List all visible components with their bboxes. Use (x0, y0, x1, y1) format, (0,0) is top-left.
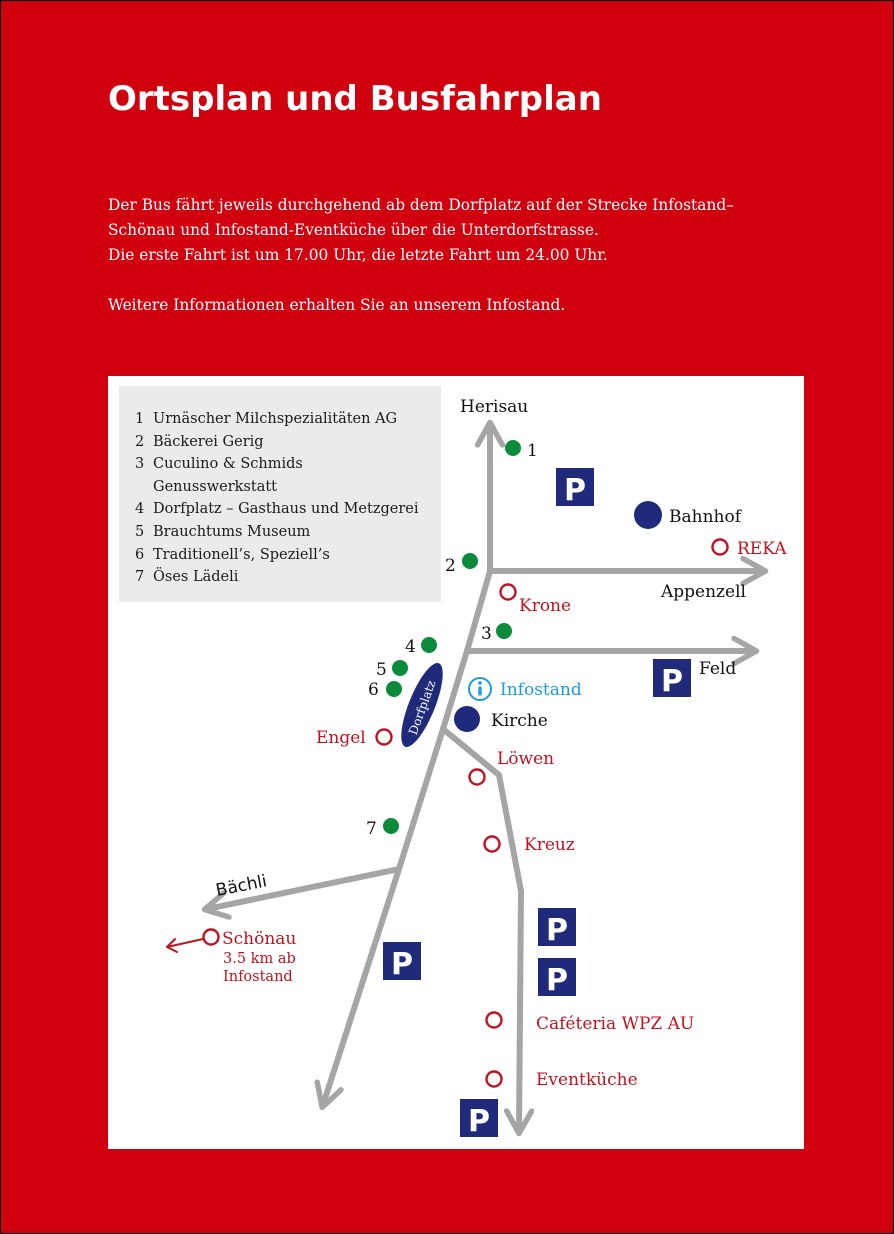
kirche-label: Kirche (491, 711, 548, 731)
legend-item: 7 Öses Lädeli (135, 566, 419, 589)
direction-feld: Feld (699, 659, 736, 679)
village-map: 1 Urnäscher Milchspezialitäten AG 2 Bäcker… (108, 376, 804, 1149)
bahnhof-dot (634, 501, 662, 529)
svg-text:P: P (564, 473, 586, 508)
dorfplatz-area (401, 662, 443, 748)
kirche-dot (454, 706, 480, 732)
map-legend: 1 Urnäscher Milchspezialitäten AG 2 Bäcker… (119, 386, 441, 602)
infostand-label: Infostand (500, 680, 582, 700)
numbered-markers (383, 440, 521, 834)
stop-kreuz: Kreuz (524, 835, 575, 855)
road-baechli (207, 866, 402, 909)
marker-3 (496, 623, 512, 639)
legend-number: 6 (135, 546, 145, 563)
legend-item: 6 Traditionell’s, Speziell’s (135, 544, 419, 567)
stop-cafeteria: Caféteria WPZ AU (536, 1014, 694, 1034)
schoenau-arrow-icon (166, 938, 204, 953)
legend-label: Urnäscher Milchspezialitäten AG (153, 411, 398, 427)
legend-label: Cuculino & Schmids (153, 456, 303, 473)
bus-stop-icon (485, 1070, 503, 1088)
marker-1-label: 1 (527, 441, 538, 461)
svg-text:P: P (546, 963, 568, 998)
parking-sign: P (653, 659, 691, 699)
legend-label-continued: Genusswerkstatt (153, 478, 278, 495)
intro-line: Schönau und Infostand-Eventküche über di… (108, 221, 599, 239)
legend-number: 1 (135, 411, 145, 427)
bus-stop-icon (202, 928, 220, 946)
stop-reka: REKA (737, 539, 787, 559)
legend-item: 1 Urnäscher Milchspezialitäten AG (135, 408, 419, 431)
map-drawing: Herisau Appenzell Feld Bächli 1 2 3 4 5 … (166, 397, 787, 1139)
road-unterdorfstrasse (440, 726, 521, 1131)
stop-engel: Engel (316, 728, 366, 748)
legend-label: Bäckerei Gerig (153, 433, 264, 450)
legend-number: 4 (135, 501, 145, 518)
marker-2-label: 2 (445, 556, 456, 576)
legend-item: 5 Brauchtums Museum (135, 521, 419, 544)
parking-sign: P (538, 958, 576, 998)
legend-number: 5 (135, 523, 145, 540)
legend-number: 7 (135, 569, 145, 586)
parking-sign: P (460, 1099, 498, 1139)
legend-list: 1 Urnäscher Milchspezialitäten AG 2 Bäcker… (135, 408, 419, 589)
legend-item: 4 Dorfplatz – Gasthaus und Metzgerei (135, 498, 419, 521)
legend-label: Dorfplatz – Gasthaus und Metzgerei (153, 501, 419, 518)
stop-loewen: Löwen (497, 749, 554, 769)
marker-5 (392, 660, 408, 676)
legend-label: Öses Lädeli (153, 569, 239, 586)
svg-text:P: P (661, 664, 683, 699)
stop-eventkueche: Eventküche (536, 1070, 638, 1090)
marker-7 (383, 818, 399, 834)
info-icon (468, 677, 492, 701)
legend-number: 3 (135, 456, 145, 473)
bus-stop-icon (499, 583, 517, 601)
marker-4 (421, 637, 437, 653)
bus-stop-icon (711, 538, 729, 556)
stop-schoenau-distance: Infostand (223, 969, 293, 985)
intro-line: Die erste Fahrt ist um 17.00 Uhr, die le… (108, 246, 608, 264)
parking-sign: P (383, 942, 421, 982)
svg-text:P: P (391, 947, 413, 982)
legend-item: 2 Bäckerei Gerig (135, 431, 419, 454)
marker-7-label: 7 (366, 819, 377, 839)
marker-2 (462, 553, 478, 569)
bus-stop-icon (375, 728, 393, 746)
marker-4-label: 4 (405, 637, 416, 657)
stop-krone: Krone (519, 596, 571, 616)
bahnhof-label: Bahnhof (669, 507, 743, 527)
marker-1 (505, 440, 521, 456)
legend-number: 2 (135, 433, 145, 450)
intro-text: Der Bus fährt jeweils durchgehend ab dem… (108, 193, 828, 318)
stop-schoenau-distance: 3.5 km ab (223, 951, 296, 967)
page-title: Ortsplan und Busfahrplan (108, 79, 602, 119)
legend-label: Brauchtums Museum (153, 523, 311, 540)
parking-sign: P (538, 908, 576, 948)
marker-6-label: 6 (368, 680, 379, 700)
bus-stop-icon (468, 768, 486, 786)
svg-text:P: P (546, 913, 568, 948)
svg-text:P: P (468, 1104, 490, 1139)
roads (207, 425, 763, 1131)
intro-line: Der Bus fährt jeweils durchgehend ab dem… (108, 196, 734, 214)
direction-appenzell: Appenzell (660, 582, 746, 602)
parking-sign: P (556, 468, 594, 508)
intro-line: Weitere Informationen erhalten Sie an un… (108, 296, 566, 314)
direction-herisau: Herisau (460, 397, 528, 417)
marker-6 (386, 681, 402, 697)
stop-schoenau: Schönau (222, 929, 296, 949)
legend-label: Traditionell’s, Speziell’s (153, 546, 330, 563)
marker-3-label: 3 (481, 624, 492, 644)
bus-stop-icon (483, 835, 501, 853)
marker-5-label: 5 (376, 660, 387, 680)
bus-stops (202, 538, 729, 1088)
bus-stop-icon (485, 1011, 503, 1029)
